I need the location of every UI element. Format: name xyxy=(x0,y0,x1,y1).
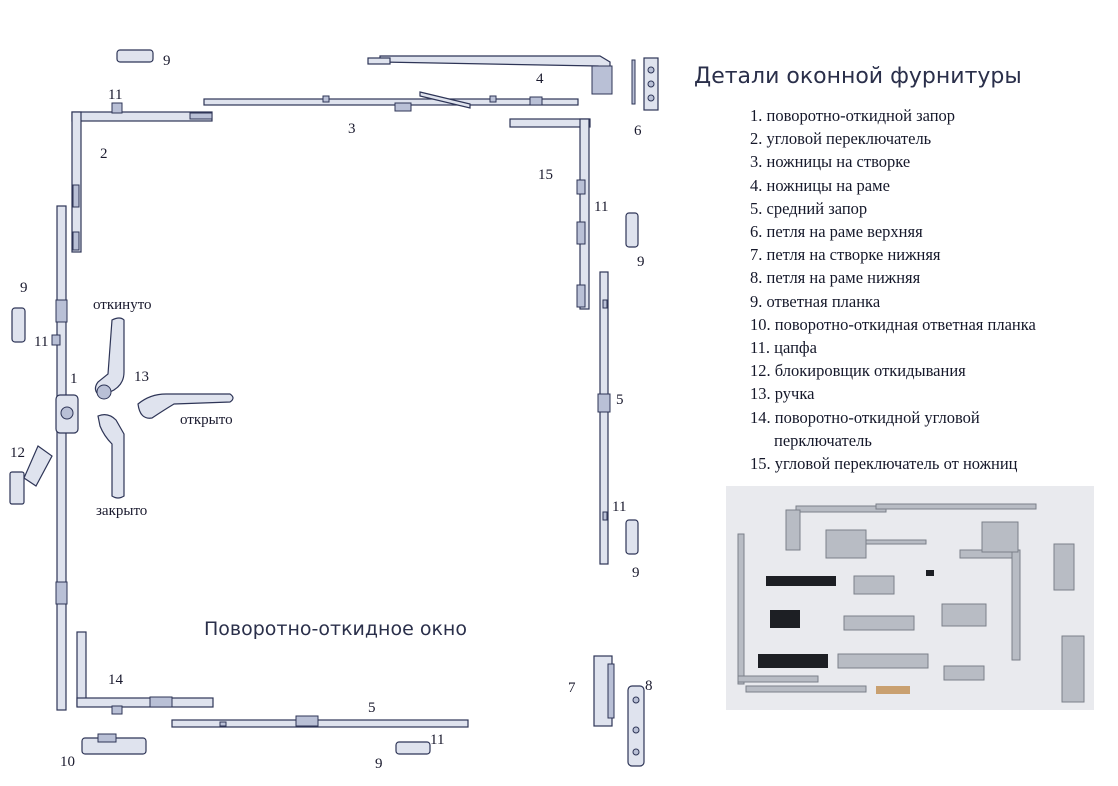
label-5-bottom: 5 xyxy=(368,700,376,716)
legend-item-11: 11. цапфа xyxy=(750,338,817,358)
label-6: 6 xyxy=(634,123,642,139)
label-11-bottom: 11 xyxy=(430,732,444,748)
label-2: 2 xyxy=(100,146,108,162)
handle-part-13 xyxy=(94,317,234,499)
espagnolette-part-1 xyxy=(51,205,79,711)
legend-item-15: 15. угловой переключатель от ножниц xyxy=(750,454,1018,474)
label-9-top: 9 xyxy=(163,53,171,69)
legend-item-1: 1. поворотно-откидной запор xyxy=(750,106,956,125)
middle-lock-bottom-part-5 xyxy=(171,715,469,728)
label-11-left: 11 xyxy=(34,334,48,350)
sash-scissors-part-3 xyxy=(203,91,579,112)
sash-bottom-hinge-part-7 xyxy=(593,655,615,727)
handle-state-tilted: откинуто xyxy=(93,297,152,313)
label-9-right-top: 9 xyxy=(637,254,645,270)
legend-item-6: 6. петля на раме верхняя xyxy=(750,222,923,242)
legend-list: 1. поворотно-откидной запор 2. угловой п… xyxy=(750,104,1036,475)
legend-item-10: 10. поворотно-откидная ответная планка xyxy=(750,314,1036,334)
label-9-right-bottom: 9 xyxy=(632,565,640,581)
tilt-turn-corner-switch-part-14 xyxy=(76,631,214,715)
label-9-bottom: 9 xyxy=(375,756,383,772)
diagram-caption: Поворотно-откидное окно xyxy=(204,618,467,640)
label-1: 1 xyxy=(70,371,78,387)
label-12: 12 xyxy=(10,445,25,461)
hardware-photo xyxy=(726,486,1094,710)
label-11-right-bottom: 11 xyxy=(612,499,626,515)
legend-item-13: 13. ручка xyxy=(750,384,815,404)
frame-top-hinge-part-6 xyxy=(631,57,659,111)
legend-item-2: 2. угловой переключатель xyxy=(750,129,932,149)
label-13: 13 xyxy=(134,369,149,385)
frame-scissors-part-4 xyxy=(367,55,613,95)
tilt-lock-part-12 xyxy=(9,445,53,505)
frame-bottom-hinge-part-8 xyxy=(627,685,645,767)
legend-item-3: 3. ножницы на створке xyxy=(750,152,911,172)
striker-part-9 xyxy=(11,49,639,755)
legend-item-8: 8. петля на раме нижняя xyxy=(750,268,921,288)
corner-switch-part-2 xyxy=(71,102,213,253)
legend-item-5: 5. средний запор xyxy=(750,198,868,218)
label-4: 4 xyxy=(536,71,544,87)
label-7: 7 xyxy=(568,680,576,696)
label-8: 8 xyxy=(645,678,653,694)
label-3: 3 xyxy=(348,121,356,137)
label-11-right-top: 11 xyxy=(594,199,608,215)
handle-state-open: открыто xyxy=(180,412,233,428)
scissors-corner-switch-part-15 xyxy=(509,118,591,310)
middle-lock-right-part-5 xyxy=(597,271,611,565)
legend-item-14: 14. поворотно-откидной угловой xyxy=(750,407,980,427)
handle-state-closed: закрыто xyxy=(96,503,147,519)
legend-item-14-continued: перключатель xyxy=(774,430,872,450)
legend-title: Детали оконной фурнитуры xyxy=(694,64,1022,89)
legend-item-12: 12. блокировщик откидывания xyxy=(750,361,966,381)
label-9-left: 9 xyxy=(20,280,28,296)
label-15: 15 xyxy=(538,167,553,183)
label-14: 14 xyxy=(108,672,124,688)
label-10: 10 xyxy=(60,754,75,770)
label-5-right: 5 xyxy=(616,392,624,408)
tilt-turn-strike-plate-part-10 xyxy=(81,733,147,755)
legend-item-7: 7. петля на створке нижняя xyxy=(750,245,941,265)
legend-item-9: 9. ответная планка xyxy=(750,291,881,311)
label-11-top-left: 11 xyxy=(108,87,122,103)
legend-item-4: 4. ножницы на раме xyxy=(750,175,890,195)
